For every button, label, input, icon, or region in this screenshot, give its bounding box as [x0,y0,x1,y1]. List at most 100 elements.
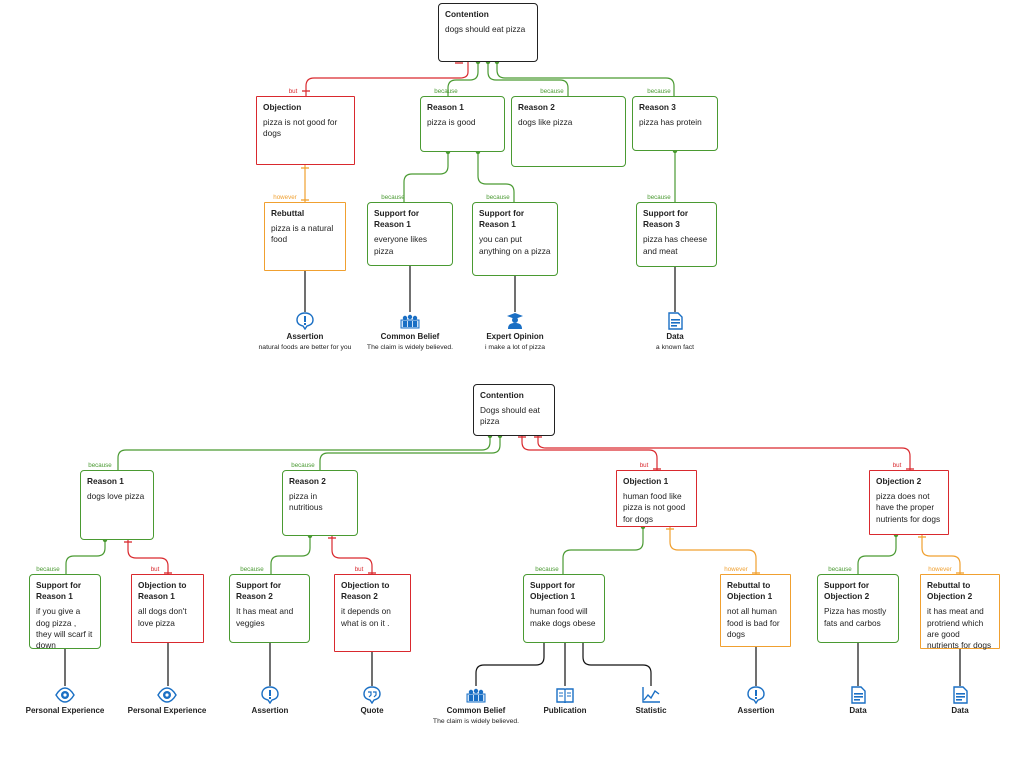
source-title: Common Belief [380,332,440,341]
data-icon [953,686,968,704]
node-title: Reason 2 [518,102,555,112]
quote-source[interactable]: Quote [324,686,420,716]
objection-node[interactable]: Objection pizza is not good for dogs [256,96,355,165]
node-title: Objection to Reason 2 [341,580,390,602]
support-reason-3-node[interactable]: Support for Reason 3 pizza has cheese an… [636,202,717,267]
data-icon [668,312,683,330]
source-title: Data [849,706,867,715]
but-label: but [639,462,649,469]
rebuttal-objection-1-node[interactable]: Rebuttal to Objection 1 not all human fo… [720,574,791,647]
rebuttal-node[interactable]: Rebuttal pizza is a natural food [264,202,346,271]
assertion-icon [747,686,765,704]
but-label: but [354,566,364,573]
source-title: Publication [543,706,587,715]
support-reason-1-node[interactable]: Support for Reason 1 if you give a dog p… [29,574,101,650]
source-desc: The claim is widely believed. [366,344,454,351]
node-text: pizza is good [427,117,476,128]
objection-1-node[interactable]: Objection 1 human food like pizza is not… [616,470,697,527]
objection-2-node[interactable]: Objection 2 pizza does not have the prop… [869,470,949,535]
objection-to-reason-1-node[interactable]: Objection to Reason 1 all dogs don't lov… [131,574,204,643]
statistic-source[interactable]: Statistic [603,686,699,716]
source-desc: The claim is widely believed. [432,718,520,725]
source-title: Assertion [737,706,775,715]
node-title: Rebuttal to Objection 2 [927,580,973,602]
node-title: Rebuttal to Objection 1 [727,580,773,602]
because-label: because [36,566,60,573]
expert-opinion-icon [507,313,523,329]
support-objection-2-node[interactable]: Support for Objection 2 Pizza has mostly… [817,574,899,643]
source-title: Common Belief [446,706,506,715]
node-text: not all human food is bad for dogs [727,606,780,639]
personal-experience-icon [157,687,177,703]
personal-experience-source[interactable]: Personal Experience [17,686,113,716]
node-text: it has meat and protriend which are good… [927,606,992,650]
contention-2-node[interactable]: Contention Dogs should eat pizza [473,384,555,436]
publication-source[interactable]: Publication [517,686,613,716]
node-text: it depends on what is on it . [341,606,391,628]
common-belief-source[interactable]: Common Belief The claim is widely believ… [428,686,524,726]
reason-3-node[interactable]: Reason 3 pizza has protein [632,96,718,151]
source-title: Assertion [251,706,289,715]
node-title: Support for Reason 1 [479,208,525,230]
source-desc: natural foods are better for you [258,344,352,351]
assertion-source[interactable]: Assertion natural foods are better for y… [257,312,353,352]
but-label: but [288,88,298,95]
reason-1-node[interactable]: Reason 1 dogs love pizza [80,470,154,540]
source-desc: i make a lot of pizza [484,344,546,351]
node-text: pizza does not have the proper nutrients… [876,491,941,524]
node-title: Support for Objection 2 [824,580,870,602]
data-source[interactable]: Data [810,686,906,716]
common-belief-icon [400,314,420,329]
reason-2-node[interactable]: Reason 2 pizza in nutritious [282,470,358,536]
node-title: Objection to Reason 1 [138,580,187,602]
because-label: because [647,194,671,201]
source-desc: a known fact [655,344,695,351]
because-label: because [486,194,510,201]
node-title: Contention [445,9,489,19]
node-text: pizza has cheese and meat [643,234,708,256]
source-title: Statistic [635,706,667,715]
data-source[interactable]: Data [912,686,1008,716]
node-title: Reason 1 [427,102,464,112]
node-text: everyone likes pizza [374,234,428,256]
however-label: however [724,566,748,573]
assertion-icon [261,686,279,704]
expert-opinion-source[interactable]: Expert Opinion i make a lot of pizza [467,312,563,352]
objection-to-reason-2-node[interactable]: Objection to Reason 2 it depends on what… [334,574,411,652]
node-text: if you give a dog pizza , they will scar… [36,606,93,650]
support-objection-1-node[interactable]: Support for Objection 1 human food will … [523,574,605,643]
source-title: Assertion [286,332,324,341]
support-reason-1b-node[interactable]: Support for Reason 1 you can put anythin… [472,202,558,276]
data-source[interactable]: Data a known fact [627,312,723,352]
source-title: Personal Experience [127,706,207,715]
reason-1-node[interactable]: Reason 1 pizza is good [420,96,505,152]
source-title: Data [951,706,969,715]
source-title: Quote [360,706,384,715]
assertion-source[interactable]: Assertion [222,686,318,716]
node-text: you can put anything on a pizza [479,234,551,256]
node-text: pizza in nutritious [289,491,323,513]
common-belief-source[interactable]: Common Belief The claim is widely believ… [362,312,458,352]
because-label: because [434,88,458,95]
because-label: because [535,566,559,573]
but-label: but [150,566,160,573]
node-text: human food like pizza is not good for do… [623,491,686,524]
common-belief-icon [466,688,486,703]
reason-2-node[interactable]: Reason 2 dogs like pizza [511,96,626,167]
personal-experience-source[interactable]: Personal Experience [119,686,215,716]
support-reason-2-node[interactable]: Support for Reason 2 It has meat and veg… [229,574,310,643]
because-label: because [291,462,315,469]
contention-node[interactable]: Contention dogs should eat pizza [438,3,538,62]
support-reason-1a-node[interactable]: Support for Reason 1 everyone likes pizz… [367,202,453,266]
node-title: Rebuttal [271,208,305,218]
node-title: Objection [263,102,302,112]
data-icon [851,686,866,704]
rebuttal-objection-2-node[interactable]: Rebuttal to Objection 2 it has meat and … [920,574,1000,650]
source-title: Personal Experience [25,706,105,715]
assertion-source[interactable]: Assertion [708,686,804,716]
node-text: It has meat and veggies [236,606,294,628]
node-text: pizza has protein [639,117,702,128]
statistic-icon [642,687,660,703]
node-title: Support for Reason 2 [236,580,282,602]
because-label: because [240,566,264,573]
